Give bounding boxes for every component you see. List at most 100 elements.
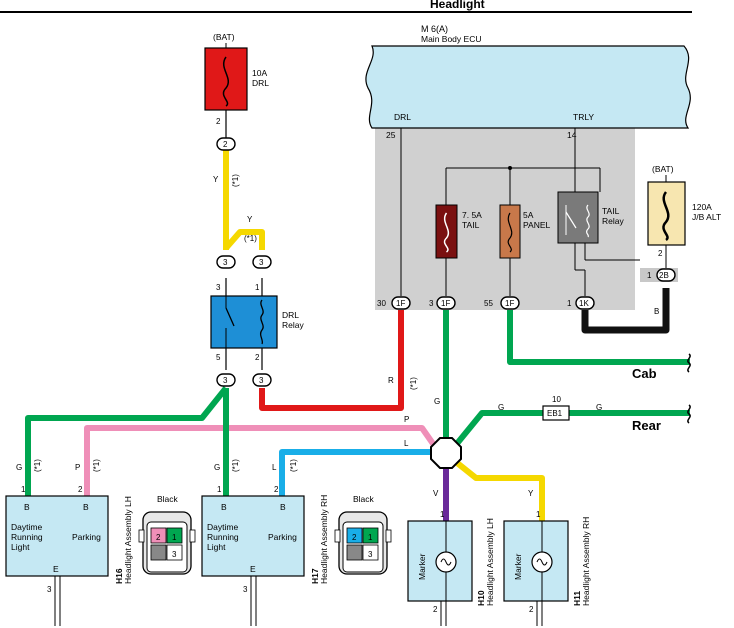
connector-rh-pin3: 3 [368,550,373,559]
h17-name: Headlight Assembly RH [319,495,329,584]
wire-label-g-drop: G [434,397,440,406]
wire-label-v: V [433,489,439,498]
h16-pin-3: 3 [47,585,52,594]
h17-pin-1: 1 [217,485,222,494]
fuse-alt-conn: 2B [659,271,669,280]
drl-relay-conn-top-l: 3 [223,258,228,267]
jb-pin-55: 55 [484,299,493,308]
h16-parking: Parking [72,532,101,542]
h16-drl-l3: Light [11,542,30,552]
wire-label-y2: Y [247,215,253,224]
h16-b1: B [24,502,30,512]
fuse-drl-source: (BAT) [213,32,235,42]
fuse-panel: 5A PANEL [499,204,551,259]
h10-name: Headlight Assembly LH [485,518,495,606]
h17-drl-l3: Light [207,542,226,552]
fuse-alt-rating: 120A [692,202,712,212]
wire-blue [279,449,434,496]
drl-relay-conn-bot-l: 3 [223,376,228,385]
drl-relay-pin3: 3 [216,283,221,292]
wire-label-l: L [404,439,409,448]
jb-conn-55: 1F [505,299,514,308]
wire-label-p: P [404,415,409,424]
wire-label-g-lh: G [16,463,22,472]
note-g-rh: (*1) [231,459,240,472]
connector-lh-label: Black [157,494,179,504]
connector-rh-pin2: 2 [352,533,357,542]
h17-ground: E [250,564,256,574]
wire-pink [84,425,439,496]
wire-black [581,288,670,334]
destination-rear: Rear [632,418,661,433]
h16-pin-2: 2 [78,485,83,494]
drl-relay-pin1: 1 [255,283,260,292]
fuse-alt-source: (BAT) [652,164,674,174]
h16-name: Headlight Assembly LH [123,496,133,584]
wire-green-rear-1 [452,410,543,448]
h11-code: H11 [572,591,582,606]
jb-pin-30: 30 [377,299,386,308]
h11-pin-2: 2 [529,605,534,614]
connector-lh-pin3: 3 [172,550,177,559]
fuse-alt-name: J/B ALT [692,212,721,222]
wire-label-p-lh: P [75,463,80,472]
fuse-drl-pin: 2 [216,117,221,126]
h16-drl-l2: Running [11,532,43,542]
h16-drl-l1: Daytime [11,522,42,532]
fuse-tail-name: TAIL [462,220,480,230]
wire-label-r: R [388,376,394,385]
wire-label-y1: Y [213,175,219,184]
wire-label-y3: Y [528,489,534,498]
h17-pin-2: 2 [274,485,279,494]
ecu-pin-25: 25 [386,130,396,140]
main-body-ecu: M 6(A) Main Body ECU DRL TRLY [365,24,691,129]
h10-pin-1: 1 [440,510,445,519]
marker-h10: 1 Marker 2 H10 Headlight Assembly LH [407,510,495,626]
splice-dot [508,166,512,170]
ecu-code: M 6(A) [421,24,448,34]
jb-conn-1: 1K [579,299,589,308]
h17-code: H17 [310,568,320,584]
note-y2: (*1) [244,234,257,243]
jb-conn-30: 1F [396,299,405,308]
connector-rh-label: Black [353,494,375,504]
drl-relay-line2: Relay [282,320,304,330]
h10-label: Marker [417,553,427,580]
wire-label-l-rh: L [272,463,277,472]
h16-code: H16 [114,568,124,584]
fuse-panel-rating: 5A [523,210,534,220]
h11-pin-1: 1 [536,510,541,519]
tail-relay-line2: Relay [602,216,624,226]
connector-2b-pin: 1 [647,271,652,280]
connector-face-rh: Black 2 1 3 [334,494,392,575]
drl-relay-conn-bot-r: 3 [259,376,264,385]
fuse-tail: 7. 5A TAIL [435,204,482,259]
h11-name: Headlight Assembly RH [581,517,591,606]
tail-relay: TAIL Relay [557,191,624,244]
note-g-lh: (*1) [33,459,42,472]
wire-green-h16 [25,386,229,496]
h10-code: H10 [476,590,486,606]
note-l-rh: (*1) [289,459,298,472]
connector-lh-pin1: 1 [172,533,177,542]
h17-b1: B [221,502,227,512]
connector-eb1-label: EB1 [547,409,563,418]
connector-rh-pin1: 1 [368,533,373,542]
wire-yellow-h11 [454,459,545,521]
wire-yellow-jumper [223,229,265,250]
wire-label-b: B [654,307,659,316]
connector-lh-pin2: 2 [156,533,161,542]
drl-relay-pin2: 2 [255,353,260,362]
fuse-alt: (BAT) 120A J/B ALT 2 [647,164,721,268]
headlight-h17: 1 2 B B Daytime Running Light Parking E … [201,485,329,626]
jb-conn-3: 1F [441,299,450,308]
note-p-lh: (*1) [92,459,101,472]
jb-pin-3: 3 [429,299,434,308]
fuse-drl-rating: 10A [252,68,267,78]
connector-face-lh: Black 2 1 3 [138,494,196,575]
ecu-pin-14: 14 [567,130,577,140]
fuse-alt-pin: 2 [658,249,663,258]
destination-cab: Cab [632,366,657,381]
page-title: Headlight [430,0,485,11]
